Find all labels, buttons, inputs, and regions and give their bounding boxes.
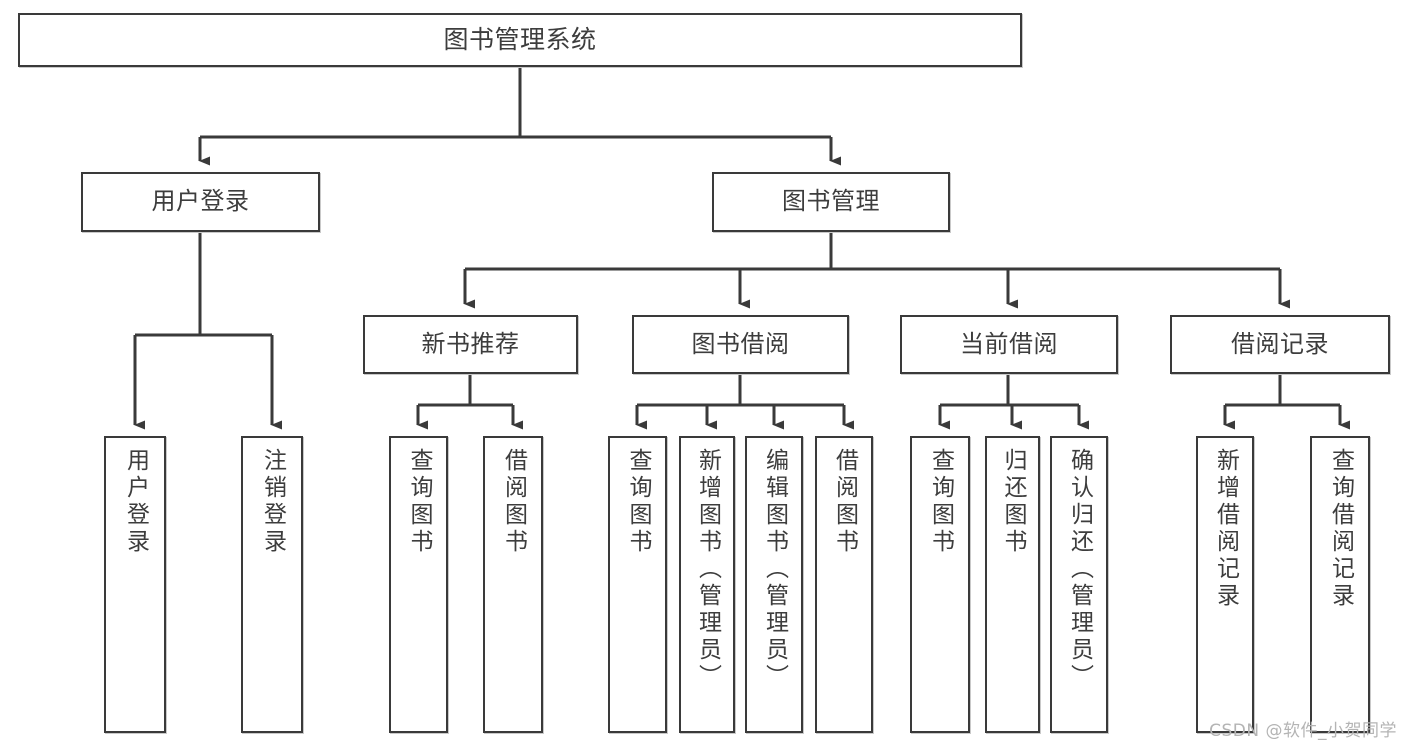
node-login: 用户登录 — [81, 172, 320, 232]
node-records: 借阅记录 — [1170, 315, 1390, 374]
node-leaf02: 注销登录 — [241, 436, 303, 733]
node-root: 图书管理系统 — [18, 13, 1022, 67]
node-label-newbook: 新书推荐 — [421, 329, 520, 358]
node-leaf01: 用户登录 — [104, 436, 166, 733]
node-leaf10: 归还图书 — [985, 436, 1040, 733]
node-leaf07: 编辑图书（管理员） — [745, 436, 803, 733]
node-label-leaf01: 用户登录 — [122, 448, 149, 556]
node-label-leaf12: 新增借阅记录 — [1212, 448, 1239, 610]
node-leaf12: 新增借阅记录 — [1196, 436, 1254, 733]
node-label-leaf05: 查询图书 — [625, 448, 651, 556]
node-label-leaf10: 归还图书 — [1000, 448, 1026, 556]
node-label-borrow: 图书借阅 — [691, 329, 790, 358]
node-leaf03: 查询图书 — [389, 436, 448, 733]
node-label-leaf03: 查询图书 — [406, 448, 432, 556]
node-label-leaf04: 借阅图书 — [500, 448, 527, 556]
node-label-leaf08: 借阅图书 — [831, 448, 858, 556]
node-leaf08: 借阅图书 — [815, 436, 873, 733]
node-leaf13: 查询借阅记录 — [1310, 436, 1370, 733]
node-label-root: 图书管理系统 — [443, 24, 597, 54]
node-label-leaf06: 新增图书（管理员） — [694, 448, 721, 691]
node-borrow: 图书借阅 — [632, 315, 849, 374]
node-label-leaf13: 查询借阅记录 — [1327, 448, 1354, 610]
node-newbook: 新书推荐 — [363, 315, 578, 374]
node-label-records: 借阅记录 — [1231, 329, 1329, 358]
node-leaf11: 确认归还（管理员） — [1050, 436, 1108, 733]
node-label-current: 当前借阅 — [960, 329, 1058, 358]
node-label-leaf07: 编辑图书（管理员） — [761, 448, 788, 691]
node-label-leaf11: 确认归还（管理员） — [1066, 448, 1093, 691]
node-current: 当前借阅 — [900, 315, 1118, 374]
node-leaf09: 查询图书 — [910, 436, 970, 733]
node-label-leaf02: 注销登录 — [259, 448, 286, 556]
node-label-login: 用户登录 — [151, 187, 250, 216]
node-label-leaf09: 查询图书 — [927, 448, 954, 556]
node-leaf04: 借阅图书 — [483, 436, 543, 733]
node-bookmgmt: 图书管理 — [712, 172, 950, 232]
node-leaf06: 新增图书（管理员） — [679, 436, 735, 733]
node-label-bookmgmt: 图书管理 — [782, 187, 880, 216]
node-leaf05: 查询图书 — [608, 436, 667, 733]
